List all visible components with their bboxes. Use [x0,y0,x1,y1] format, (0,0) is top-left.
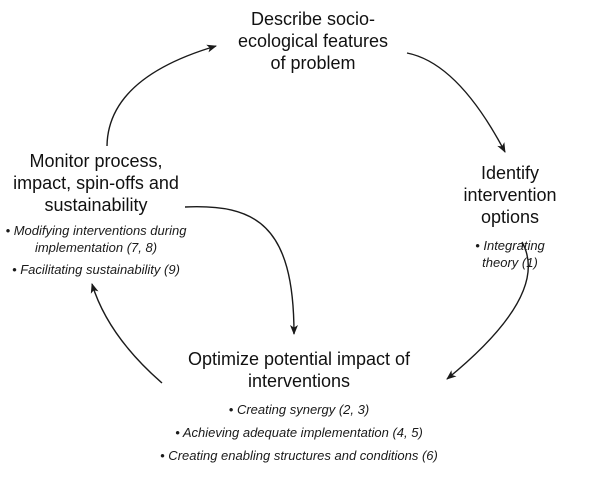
node-describe-title: Describe socio- ecological features of p… [237,9,389,73]
node-monitor-title: Monitor process, impact, spin-offs and s… [13,151,179,215]
bullet-creating-synergy: • Creating synergy (2, 3) [228,402,370,417]
node-describe-problem: Describe socio- ecological features of p… [238,8,388,74]
arrow-describe-to-identify [406,52,506,153]
bullet-enabling-structures: • Creating enabling structures and condi… [160,448,438,463]
arrow-monitor-to-optimize [184,206,298,335]
node-monitor-process: Monitor process, impact, spin-offs and s… [6,150,187,278]
node-optimize-impact: Optimize potential impact of interventio… [160,348,438,464]
node-optimize-bullets: • Creating synergy (2, 3) • Achieving ad… [160,401,438,464]
arrow-identify-to-optimize [446,241,530,380]
bullet-integrating-theory: • Integrating theory (1) [475,238,545,270]
bullet-facilitating-sustainability: • Facilitating sustainability (9) [12,262,180,277]
arrow-optimize-to-monitor [90,283,163,384]
bullet-achieving-implementation: • Achieving adequate implementation (4, … [175,425,423,440]
node-identify-bullets: • Integrating theory (1) [463,237,556,271]
node-optimize-title: Optimize potential impact of interventio… [187,349,411,391]
node-identify-options: Identify intervention options • Integrat… [463,162,556,271]
node-monitor-bullets: • Modifying interventions during impleme… [6,222,187,278]
arrow-monitor-to-describe [106,44,217,147]
bullet-modifying-interventions: • Modifying interventions during impleme… [5,223,187,255]
node-identify-title: Identify intervention options [463,163,557,227]
